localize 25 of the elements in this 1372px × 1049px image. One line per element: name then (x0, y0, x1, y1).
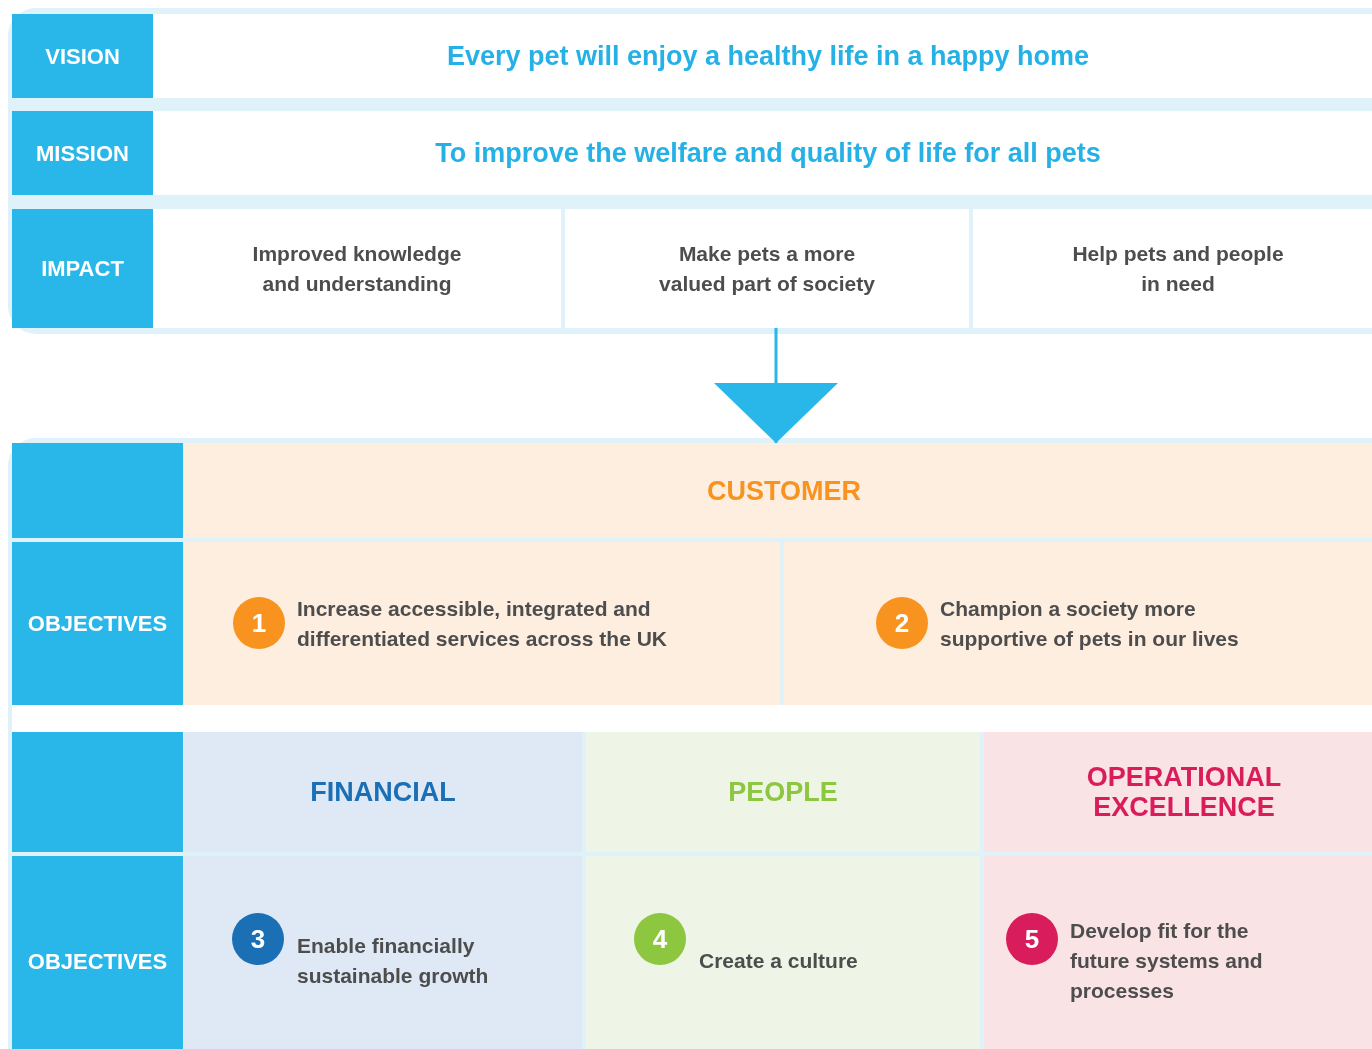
row-header: VISION (12, 14, 153, 98)
category-header: CUSTOMER (184, 443, 1372, 538)
category-header: FINANCIAL (184, 732, 582, 852)
objective-cell: Create a culture 4 (586, 856, 980, 1049)
impact-cell: Improved knowledge and understanding (153, 209, 561, 328)
row-header: OBJECTIVES (12, 542, 183, 705)
objective-cell: Increase accessible, integrated and differentiated services across the UK 1 (184, 542, 780, 705)
objective-cell: Develop fit for the future systems and processes 5 (984, 856, 1372, 1049)
objective-cell: Champion a society more supportive of pets in our lives 2 (784, 542, 1372, 705)
objective-cell: Enable financially sustainable growth 3 (184, 856, 582, 1049)
row-header: OBJECTIVES (12, 856, 183, 1049)
vision-statement: Every pet will enjoy a healthy life in a happy home (153, 14, 1372, 98)
mission-statement: To improve the welfare and quality of life for all pets (153, 111, 1372, 195)
side-band (12, 443, 183, 538)
row-header: MISSION (12, 111, 153, 195)
top-panel (8, 8, 1372, 334)
row-header: IMPACT (12, 209, 153, 328)
bottom-panel (8, 438, 1372, 1049)
category-header: OPERATIONAL EXCELLENCE (984, 732, 1372, 852)
divider-band (12, 705, 1372, 732)
category-header: PEOPLE (586, 732, 980, 852)
arrow (714, 328, 838, 443)
side-band (12, 732, 183, 852)
impact-cell: Help pets and people in need (973, 209, 1372, 328)
impact-cell: Make pets a more valued part of society (565, 209, 969, 328)
